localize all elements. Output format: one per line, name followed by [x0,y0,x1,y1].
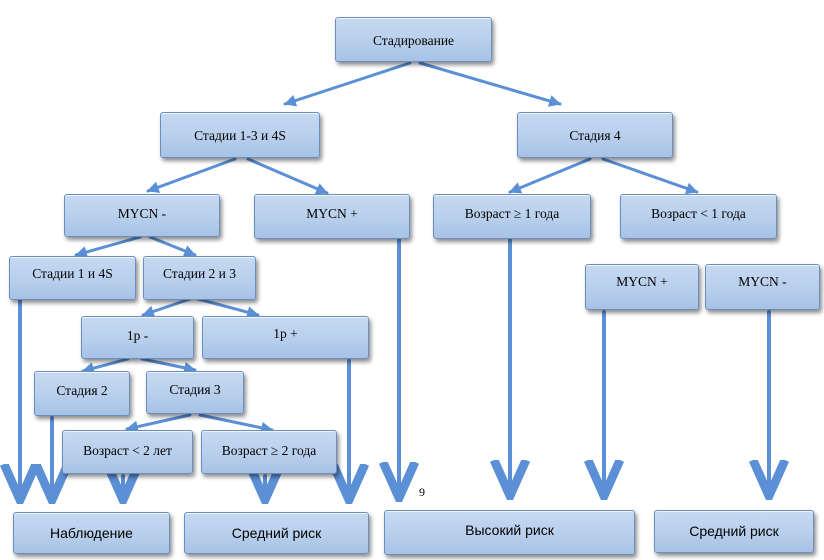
arrow-stage-3-to-age-lt-2 [125,413,192,433]
node-age-ge-1: Возраст ≥ 1 года [433,194,591,239]
node-1p-minus: 1p - [81,316,194,359]
node-mycn-neg-left: MYCN - [64,194,220,237]
node-age-lt-1: Возраст < 1 года [620,194,777,239]
outcome-observation: Наблюдение [13,512,170,554]
arrow-stage-3-to-age-ge-2 [198,413,274,434]
node-stage-4: Стадия 4 [517,112,673,158]
node-mycn-pos-left: MYCN + [254,194,410,239]
outcome-high-risk: Высокий риск [384,510,635,555]
node-mycn-neg-right: MYCN - [705,264,820,310]
arrow-mycn-neg-to-stages-2-3 [148,235,197,257]
arrow-stage4-to-age-ge-1 [508,157,592,194]
outcome-medium-risk-1: Средний риск [184,512,369,554]
arrow-stages-to-mycn-pos [246,157,329,195]
arrow-stage4-to-age-lt-1 [601,157,699,195]
node-stages-2-3: Стадии 2 и 3 [143,256,256,300]
arrow-stages-to-mycn-neg [146,157,237,193]
arrow-staging-to-stages-1-3 [283,61,412,107]
node-stage-2: Стадия 2 [34,371,130,416]
arrow-1p-minus-to-stage-3 [140,357,197,374]
node-age-lt-2: Возраст < 2 лет [62,430,193,474]
arrow-1p-minus-to-stage-2 [81,357,130,375]
outcome-medium-risk-2: Средний риск [654,510,814,553]
arrow-mycn-neg-to-stages-1-4s [74,235,142,258]
arrow-stages-2-3-to-1p-plus [196,297,260,319]
node-age-ge-2: Возраст ≥ 2 года [201,430,337,474]
arrow-stages-2-3-to-1p-minus [141,297,192,318]
arrow-staging-to-stage-4 [418,61,562,107]
node-stages-1-3-4s: Стадии 1-3 и 4S [160,112,320,158]
node-staging: Стадирование [335,17,492,62]
node-stage-3: Стадия 3 [146,371,244,414]
node-mycn-pos-right: MYCN + [585,264,699,310]
node-1p-plus: 1p + [202,316,369,359]
page-number: 9 [419,485,425,499]
node-stages-1-4s: Стадии 1 и 4S [9,256,136,300]
